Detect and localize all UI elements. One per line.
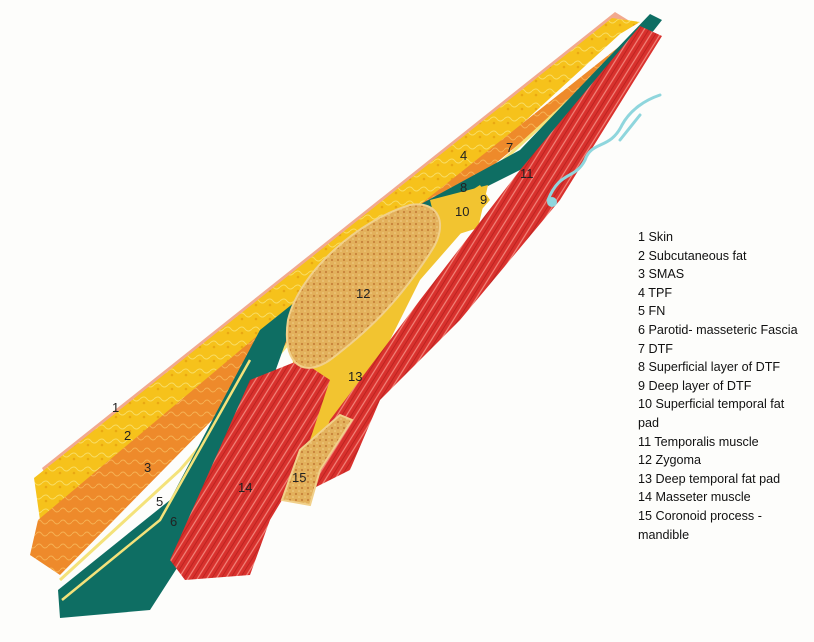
legend-item-6: 6 Parotid- masseteric Fascia (638, 321, 808, 340)
label-11: 11 (520, 166, 534, 181)
legend-item-9: 9 Deep layer of DTF (638, 377, 808, 396)
label-4: 4 (460, 148, 467, 163)
legend-item-12: 12 Zygoma (638, 451, 808, 470)
label-8: 8 (460, 180, 467, 195)
label-7: 7 (506, 140, 513, 155)
label-12: 12 (356, 286, 370, 301)
legend-item-5: 5 FN (638, 302, 808, 321)
legend-item-13: 13 Deep temporal fat pad (638, 470, 808, 489)
label-14: 14 (238, 480, 252, 495)
label-2: 2 (124, 428, 131, 443)
label-10: 10 (455, 204, 469, 219)
label-5: 5 (156, 494, 163, 509)
label-1: 1 (112, 400, 119, 415)
legend-item-1: 1 Skin (638, 228, 808, 247)
legend-item-14: 14 Masseter muscle (638, 488, 808, 507)
label-6: 6 (170, 514, 177, 529)
legend-item-3: 3 SMAS (638, 265, 808, 284)
label-3: 3 (144, 460, 151, 475)
signature-dot (547, 197, 557, 207)
label-15: 15 (292, 470, 306, 485)
legend-item-4: 4 TPF (638, 284, 808, 303)
legend-item-2: 2 Subcutaneous fat (638, 247, 808, 266)
legend: 1 Skin 2 Subcutaneous fat 3 SMAS 4 TPF 5… (638, 228, 808, 544)
legend-item-8: 8 Superficial layer of DTF (638, 358, 808, 377)
label-9: 9 (480, 192, 487, 207)
label-13: 13 (348, 369, 362, 384)
legend-item-11: 11 Temporalis muscle (638, 433, 808, 452)
legend-item-10: 10 Superficial temporal fat pad (638, 395, 808, 432)
legend-item-15: 15 Coronoid process - mandible (638, 507, 808, 544)
legend-item-7: 7 DTF (638, 340, 808, 359)
